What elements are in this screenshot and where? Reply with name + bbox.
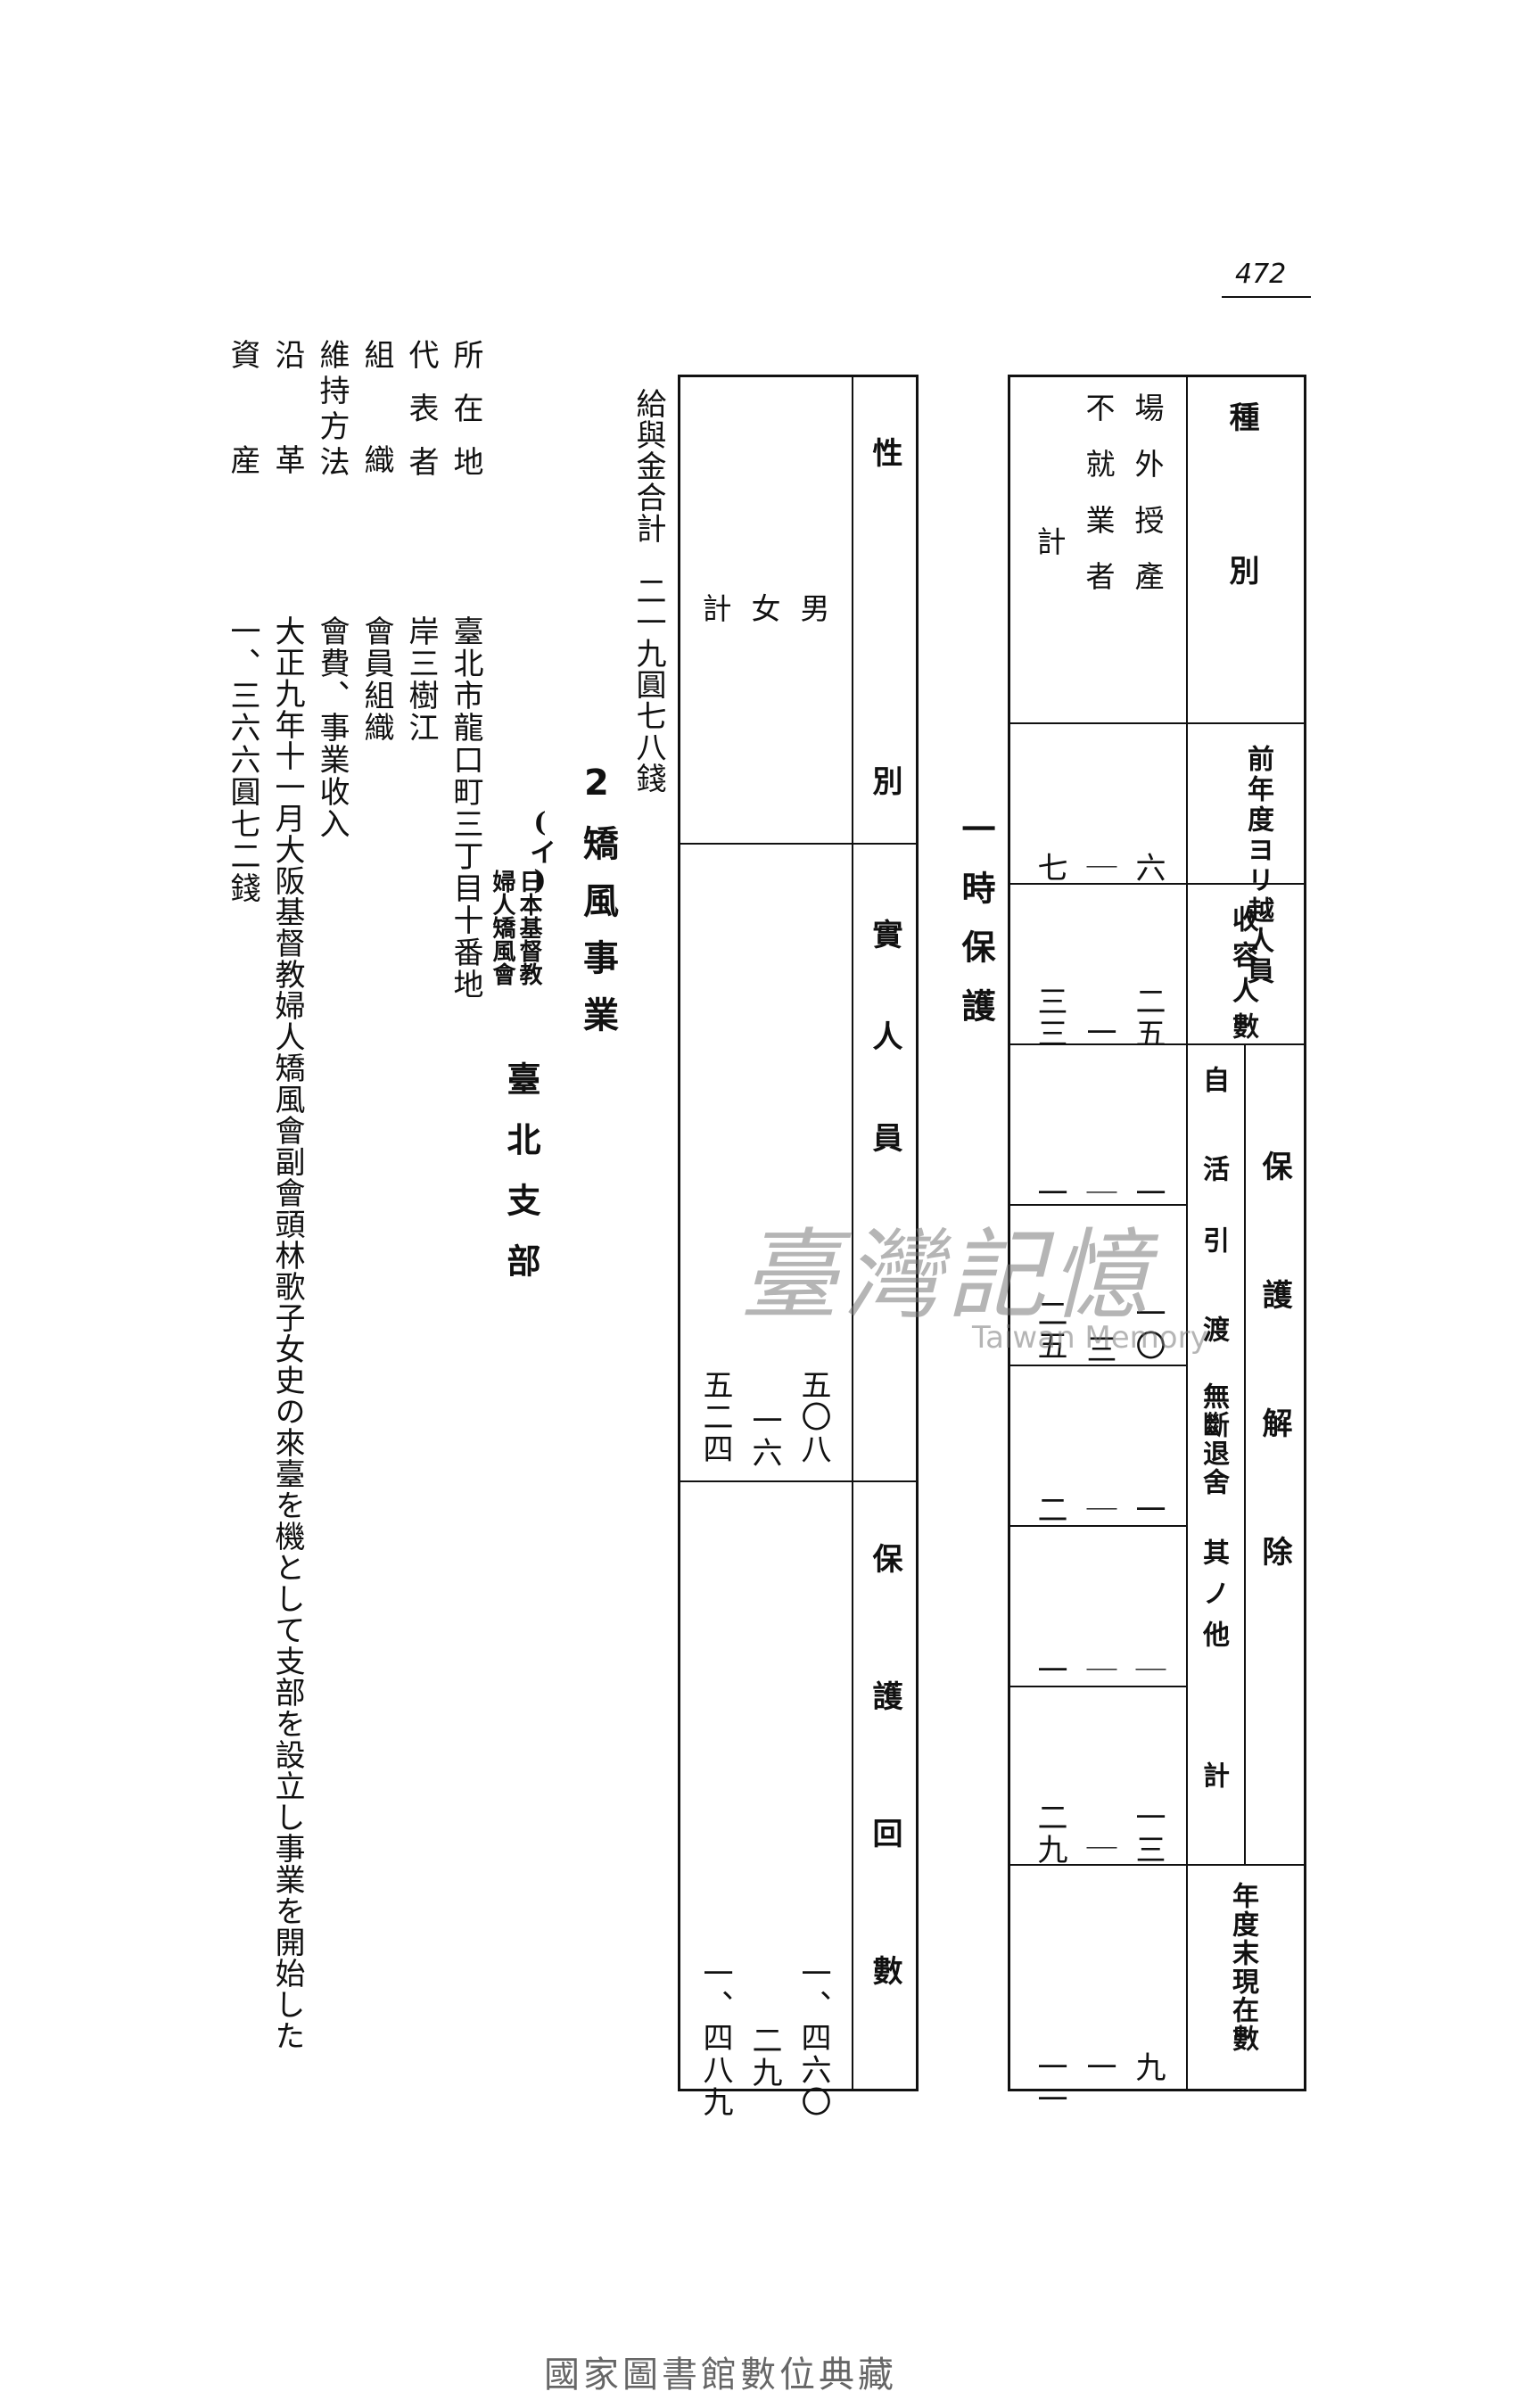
header-admitted: 收容人數 <box>1227 905 1258 1048</box>
cell-count: 一、四八九 <box>697 1958 733 2118</box>
cell-carry: ｜ <box>1081 852 1116 884</box>
header-year-end: 年度末現在數 <box>1227 1882 1258 2053</box>
cell-year-end: 一 <box>1081 2051 1116 2083</box>
row-label-unemployed: 不就業者 <box>1081 392 1116 617</box>
org-marker: (イ) <box>524 807 556 896</box>
release-table <box>1008 375 1306 2091</box>
field-value-history: 大正九年十一月大阪基督教婦人矯風會副會頭林歌子女史の來臺を機として支部を設立し事… <box>269 615 305 2051</box>
field-key-funding: 維持方法 <box>314 339 350 482</box>
cell-total: 一三 <box>1130 1802 1166 1866</box>
archive-footer: 國家圖書館數位典藏 <box>544 2354 897 2396</box>
cell-absconded: ｜ <box>1081 1494 1116 1526</box>
cell-handover: 三 <box>1081 1333 1116 1365</box>
sub-absconded: 無斷退舍 <box>1198 1382 1229 1497</box>
section-number: 2 <box>584 763 609 804</box>
cell-year-end: 九 <box>1130 2051 1166 2083</box>
cell-carry: 七 <box>1032 852 1067 884</box>
cell-other: ｜ <box>1130 1654 1166 1686</box>
cell-persons: 一六 <box>746 1405 782 1469</box>
row-label-outdoor: 場外授產 <box>1130 392 1165 617</box>
sub-total: 計 <box>1198 1761 1229 1792</box>
cell-other: ｜ <box>1081 1654 1116 1686</box>
cell-year-end: 一一 <box>1032 2051 1067 2115</box>
row-label-total: 計 <box>1032 526 1067 559</box>
cell-handover: 一〇 <box>1130 1298 1166 1362</box>
cell-self: 一 <box>1032 1177 1067 1209</box>
field-key-organization: 組織 <box>358 339 394 549</box>
page-number-rule <box>1222 296 1311 298</box>
cell-total: 二九 <box>1032 1802 1067 1866</box>
field-value-organization: 會員組織 <box>358 615 394 744</box>
header-persons: 實人員 <box>867 919 902 1224</box>
cell-persons: 五二四 <box>697 1369 733 1465</box>
header-carry-over: 前年度ヨリ越人員 <box>1242 745 1273 987</box>
row-label-male: 男 <box>795 593 830 626</box>
sub-self: 自活 <box>1198 1066 1229 1244</box>
section-title-temporary: 一時保護 <box>956 812 996 1047</box>
watermark-logo: 臺灣記憶 <box>740 1218 1154 1332</box>
cell-other: 一 <box>1032 1654 1067 1686</box>
cell-self: ｜ <box>1081 1177 1116 1209</box>
row-label-female: 女 <box>746 593 781 626</box>
cell-absconded: 一 <box>1130 1494 1166 1526</box>
field-value-location: 臺北市龍口町三丁目十番地 <box>448 615 483 1001</box>
field-value-assets: 一、三六六圓七二錢 <box>225 615 260 904</box>
field-key-history: 沿革 <box>269 339 305 549</box>
cell-absconded: 二 <box>1032 1494 1067 1526</box>
cell-handover: 二五 <box>1032 1298 1067 1362</box>
section-title-reform: 矯風事業 <box>577 825 619 1053</box>
cell-admitted: 三三 <box>1032 985 1067 1050</box>
field-value-representative: 岸三樹江 <box>403 615 439 744</box>
sub-handover: 引渡 <box>1198 1226 1229 1405</box>
cell-total: ｜ <box>1081 1833 1116 1865</box>
cell-admitted: 二五 <box>1130 985 1166 1050</box>
salary-total: 給與金合計 二一九圓七八錢 <box>630 388 666 794</box>
header-sex: 性 別 <box>867 437 902 929</box>
page-number: 472 <box>1235 259 1287 290</box>
field-key-assets: 資産 <box>225 339 260 549</box>
cell-admitted: 一 <box>1081 1017 1116 1049</box>
cell-self: 一 <box>1130 1177 1166 1209</box>
header-kind: 種 別 <box>1224 401 1259 631</box>
sub-other: 其ノ他 <box>1198 1538 1229 1662</box>
watermark-subtitle: Taiwan Memory <box>972 1320 1208 1356</box>
org-name-line1: 日本基督教 <box>515 870 542 985</box>
cell-carry: 六 <box>1130 852 1166 884</box>
cell-count: 二九 <box>746 2025 782 2089</box>
header-count: 保護回數 <box>867 1543 902 2092</box>
cell-persons: 五〇八 <box>795 1369 831 1465</box>
org-branch: 臺北支部 <box>501 1061 541 1304</box>
header-release: 保護解除 <box>1256 1150 1292 1664</box>
row-label-total: 計 <box>697 593 732 626</box>
field-value-funding: 會費、事業收入 <box>314 615 350 840</box>
table1-divider <box>1186 375 1188 2091</box>
field-key-representative: 代表者 <box>403 339 439 499</box>
temporary-protection-table <box>678 375 919 2091</box>
cell-count: 一、四六〇 <box>795 1958 831 2118</box>
field-key-location: 所在地 <box>448 339 483 499</box>
org-name-line2: 婦人矯風會 <box>489 870 515 985</box>
